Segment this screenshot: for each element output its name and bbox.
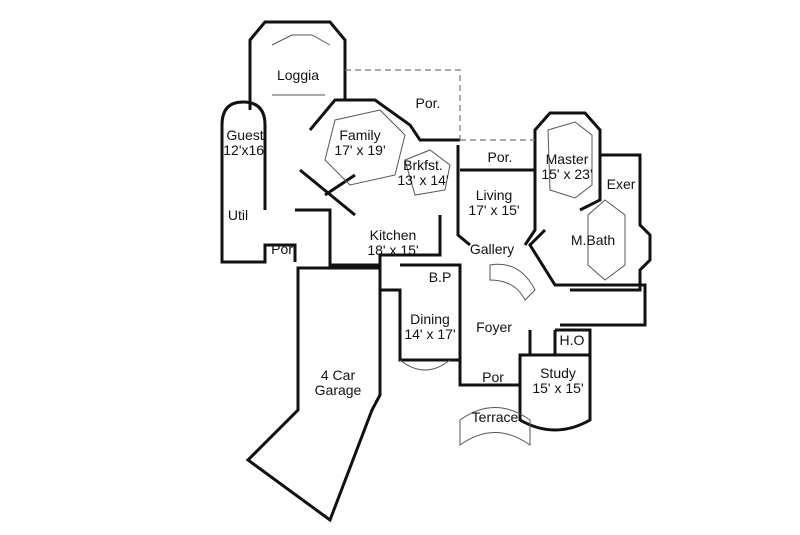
mbath-wall	[528, 228, 647, 327]
rear-porch-outline	[345, 69, 461, 140]
master-ceiling	[547, 121, 593, 199]
stair-wall	[299, 168, 356, 217]
living-left-wall	[456, 145, 471, 247]
room-label-porch-side: Por	[271, 241, 293, 257]
room-label-bp: B.P	[428, 269, 452, 285]
brkfst-ceiling	[404, 149, 451, 196]
room-label-porch-living: Por.	[487, 149, 513, 165]
loggia-ceiling	[271, 34, 331, 96]
dining-bay	[399, 359, 451, 371]
room-label-exer: Exer	[606, 176, 636, 192]
util-wall	[220, 205, 297, 264]
master-wall	[533, 111, 602, 212]
dining-wall	[380, 288, 460, 362]
room-label-mbath: M.Bath	[570, 232, 616, 248]
room-label-garage: 4 Car Garage	[314, 367, 362, 398]
ho-wall	[553, 328, 592, 355]
room-label-util: Util	[227, 207, 249, 223]
room-label-foyer: Foyer	[476, 319, 512, 335]
guest-wall	[220, 100, 267, 210]
family-wall	[308, 98, 460, 142]
room-label-gallery: Gallery	[469, 241, 515, 257]
room-label-loggia: Loggia	[276, 67, 320, 83]
loggia-wall	[248, 20, 347, 110]
room-label-terrace: Terrace	[471, 409, 519, 425]
room-label-porch-rear: Por.	[415, 95, 441, 111]
room-label-porch-front: Por	[482, 369, 504, 385]
kitchen-wall	[295, 208, 442, 267]
room-label-brkfst: Brkfst.13' x 14'	[397, 157, 449, 188]
exer-bath-wall	[570, 153, 652, 292]
terrace-steps	[459, 407, 531, 446]
study-wall	[518, 353, 592, 432]
bathtub	[587, 199, 626, 281]
family-ceiling	[324, 109, 406, 186]
curved-stair	[489, 263, 536, 301]
bp-wall	[400, 263, 462, 290]
room-label-ho: H.O	[559, 332, 585, 348]
